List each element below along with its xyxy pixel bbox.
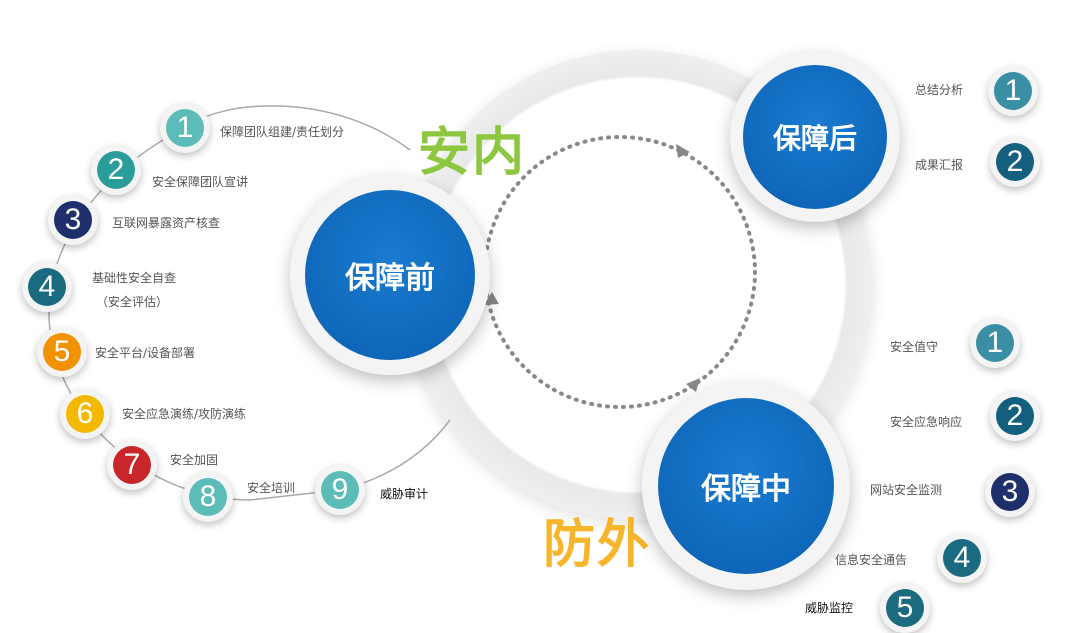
before-steps-label: 安全平台/设备部署: [95, 346, 196, 360]
step-number: 2: [996, 143, 1034, 181]
after-steps-badge: 2: [990, 137, 1040, 187]
step-number: 7: [113, 446, 151, 484]
step-number: 4: [28, 268, 66, 306]
phase-after[interactable]: 保障后: [730, 52, 900, 222]
outer-word: 防外: [543, 515, 652, 575]
inner-word: 安内: [418, 123, 527, 183]
after-steps-badge: 1: [988, 66, 1038, 116]
after-steps-label: 总结分析: [915, 83, 964, 97]
before-steps-badge: 6: [60, 389, 110, 439]
phase-after-label: 保障后: [743, 65, 887, 209]
middle-steps-label: 威胁监控: [805, 601, 854, 615]
before-steps-label: 基础性安全自查: [92, 271, 177, 285]
before-steps-label: 安全应急演练/攻防演练: [122, 407, 247, 421]
before-steps-label: 安全培训: [247, 481, 296, 495]
middle-steps-badge: 3: [985, 467, 1035, 517]
before-steps-badge: 8: [183, 472, 233, 522]
step-number: 5: [43, 333, 81, 371]
before-steps-sublabel: （安全评估）: [96, 295, 169, 309]
middle-steps-label: 信息安全通告: [835, 553, 908, 567]
arrow-icon: [676, 144, 690, 158]
before-steps-label: 安全保障团队宣讲: [152, 175, 249, 189]
step-number: 4: [943, 539, 981, 577]
middle-steps-label: 安全应急响应: [890, 415, 963, 429]
step-number: 2: [996, 397, 1034, 435]
step-number: 1: [166, 109, 204, 147]
before-steps-badge: 7: [107, 440, 157, 490]
step-number: 8: [189, 478, 227, 516]
step-number: 1: [976, 324, 1014, 362]
phase-before-label: 保障前: [305, 190, 475, 360]
step-number: 3: [991, 473, 1029, 511]
step-number: 1: [994, 72, 1032, 110]
before-steps-badge: 4: [22, 262, 72, 312]
phase-middle-label: 保障中: [658, 398, 834, 574]
before-steps-badge: 3: [48, 195, 98, 245]
before-steps-badge: 9: [315, 465, 365, 515]
middle-steps-label: 网站安全监测: [870, 483, 943, 497]
before-steps-label: 安全加固: [170, 453, 219, 467]
step-number: 6: [66, 395, 104, 433]
phase-before[interactable]: 保障前: [290, 175, 490, 375]
after-steps-label: 成果汇报: [915, 158, 964, 172]
before-steps-badge: 1: [160, 103, 210, 153]
step-number: 5: [886, 589, 924, 627]
phase-middle[interactable]: 保障中: [642, 382, 850, 590]
before-steps-badge: 2: [91, 145, 141, 195]
middle-steps-badge: 4: [937, 533, 987, 583]
arrow-icon: [484, 292, 499, 305]
middle-steps-label: 安全值守: [890, 340, 939, 354]
before-steps-badge: 5: [37, 327, 87, 377]
middle-steps-badge: 1: [970, 318, 1020, 368]
step-number: 2: [97, 151, 135, 189]
step-number: 9: [321, 471, 359, 509]
middle-steps-badge: 5: [880, 583, 930, 633]
middle-steps-badge: 2: [990, 391, 1040, 441]
arrow-icon: [686, 378, 700, 392]
before-steps-label: 保障团队组建/责任划分: [220, 125, 345, 139]
before-steps-label: 威胁审计: [380, 487, 429, 501]
step-number: 3: [54, 201, 92, 239]
before-steps-label: 互联网暴露资产核查: [112, 216, 221, 230]
